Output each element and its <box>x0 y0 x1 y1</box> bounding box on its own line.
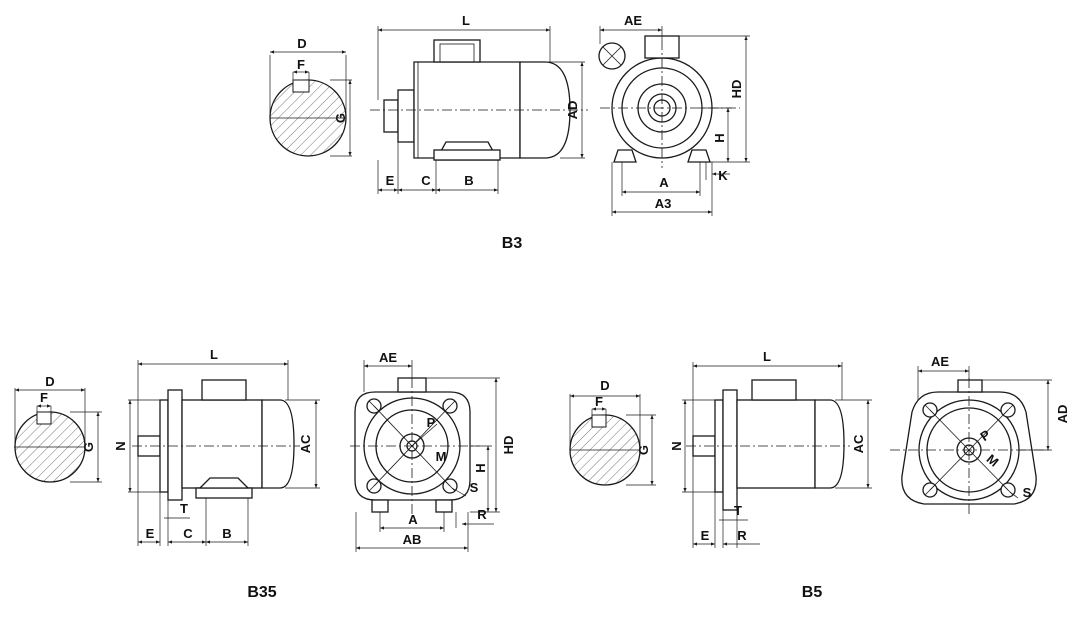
label-c: C <box>183 526 193 541</box>
b5-front-view <box>890 366 1052 515</box>
label-d: D <box>45 374 54 389</box>
label-l: L <box>763 349 771 364</box>
title-b3: B3 <box>502 235 523 252</box>
label-b: B <box>222 526 231 541</box>
label-n: N <box>113 441 128 450</box>
b5-shaft-section <box>569 394 656 486</box>
label-ad: AD <box>1055 405 1070 424</box>
label-n: N <box>669 441 684 450</box>
label-a: A <box>408 512 418 527</box>
b35-side-view <box>128 360 320 546</box>
label-t: T <box>734 503 742 518</box>
label-e: E <box>386 173 395 188</box>
label-m: M <box>436 449 447 464</box>
label-e: E <box>701 528 710 543</box>
label-ac: AC <box>851 434 866 453</box>
b3-front-view <box>598 26 750 216</box>
b3-side-view <box>370 26 588 194</box>
label-t: T <box>180 501 188 516</box>
label-e: E <box>146 526 155 541</box>
b35-shaft-section <box>14 388 102 483</box>
label-g: G <box>333 113 348 123</box>
label-f: F <box>297 57 305 72</box>
label-g: G <box>636 445 651 455</box>
label-s: S <box>1023 485 1032 500</box>
label-ad: AD <box>565 101 580 120</box>
label-b: B <box>464 173 473 188</box>
b5-side-view <box>682 362 872 548</box>
label-p: P <box>427 415 436 430</box>
label-s: S <box>470 480 479 495</box>
label-f: F <box>40 390 48 405</box>
label-r: R <box>477 507 487 522</box>
label-g: G <box>81 442 96 452</box>
title-b35: B35 <box>247 584 276 601</box>
label-d: D <box>297 36 306 51</box>
label-f: F <box>595 394 603 409</box>
label-d: D <box>600 378 609 393</box>
label-h: H <box>712 133 727 142</box>
label-ae: AE <box>931 354 949 369</box>
label-hd: HD <box>729 80 744 99</box>
label-hd: HD <box>501 436 516 455</box>
title-b5: B5 <box>802 584 823 601</box>
label-l: L <box>462 13 470 28</box>
label-r: R <box>737 528 747 543</box>
label-c: C <box>421 173 431 188</box>
label-ae: AE <box>379 350 397 365</box>
label-h: H <box>473 463 488 472</box>
label-k: K <box>718 168 728 183</box>
label-ac: AC <box>298 434 313 453</box>
label-l: L <box>210 347 218 362</box>
b35-front-view <box>350 360 500 552</box>
label-ae: AE <box>624 13 642 28</box>
label-ab: AB <box>403 532 422 547</box>
b3-shaft-section <box>269 50 352 157</box>
label-a3: A3 <box>655 196 672 211</box>
label-a: A <box>659 175 669 190</box>
